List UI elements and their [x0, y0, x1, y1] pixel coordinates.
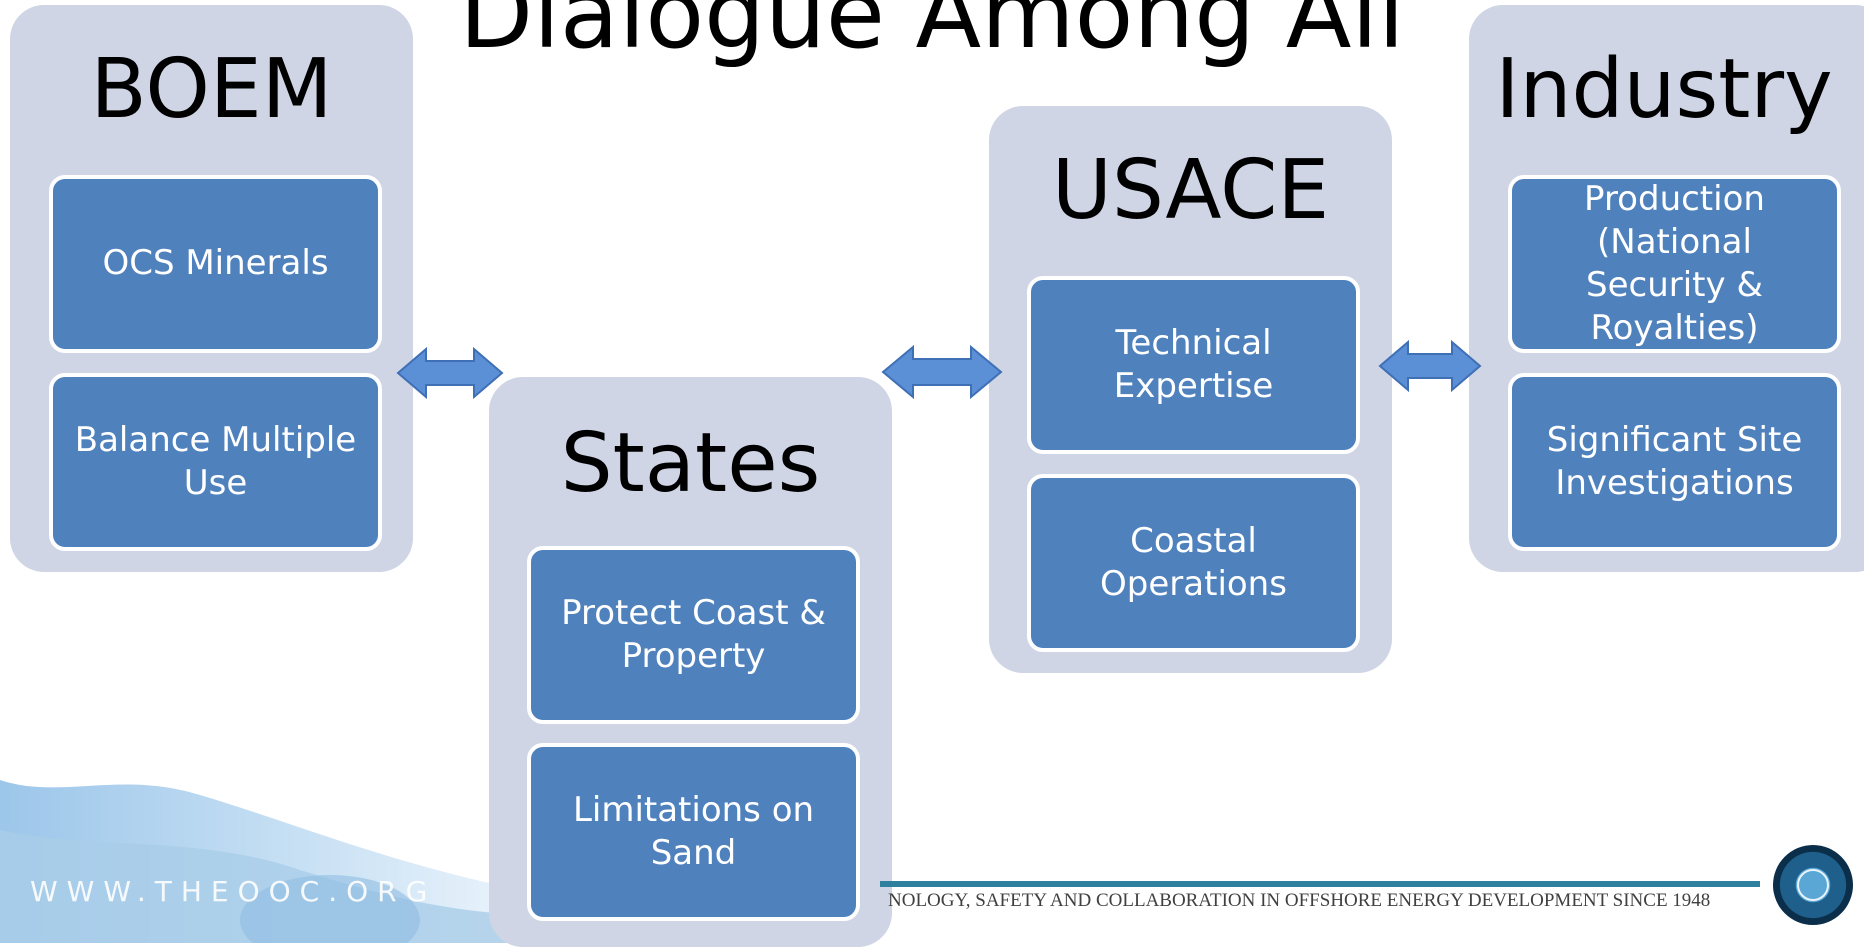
double-arrow-icon: [396, 346, 504, 400]
page-title: Dialogue Among All: [459, 0, 1405, 70]
footer-divider: [880, 881, 1760, 887]
item-coastal-operations: Coastal Operations: [1027, 474, 1360, 652]
group-title-usace: USACE: [1051, 143, 1330, 238]
item-protect-coast: Protect Coast & Property: [527, 546, 860, 724]
group-title-boem: BOEM: [90, 42, 333, 137]
item-technical-expertise: Technical Expertise: [1027, 276, 1360, 454]
footer-tagline: NOLOGY, SAFETY AND COLLABORATION IN OFFS…: [888, 890, 1711, 911]
group-title-states: States: [560, 416, 821, 511]
group-usace: USACE Technical Expertise Coastal Operat…: [989, 106, 1392, 673]
group-industry: Industry Production (National Security &…: [1469, 5, 1864, 572]
ooc-logo-icon: [1773, 845, 1853, 925]
double-arrow-icon: [881, 344, 1003, 400]
item-balance-multiple-use: Balance Multiple Use: [49, 373, 382, 551]
double-arrow-icon: [1378, 339, 1482, 393]
footer-wave-graphic: [0, 780, 520, 943]
group-boem: BOEM OCS Minerals Balance Multiple Use: [10, 5, 413, 572]
item-limitations-on-sand: Limitations on Sand: [527, 743, 860, 921]
item-production: Production (National Security & Royaltie…: [1508, 175, 1841, 353]
group-states: States Protect Coast & Property Limitati…: [489, 377, 892, 947]
item-ocs-minerals: OCS Minerals: [49, 175, 382, 353]
footer-url: WWW.THEOOC.ORG: [30, 875, 437, 908]
group-title-industry: Industry: [1495, 42, 1833, 137]
item-significant-site-investigations: Significant Site Investigations: [1508, 373, 1841, 551]
